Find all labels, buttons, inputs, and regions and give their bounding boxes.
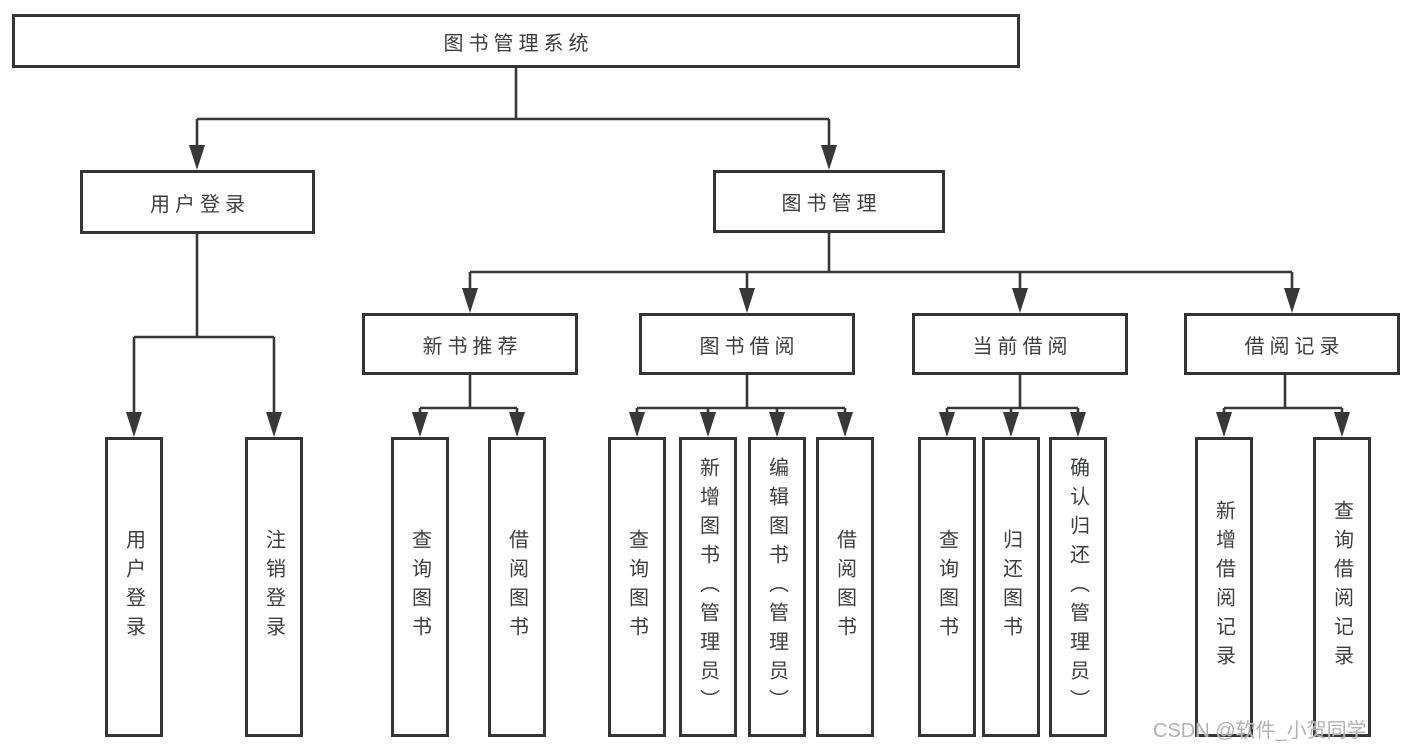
leaf-current-search-books: 查询图书 <box>918 437 976 737</box>
leaf-recommend-search-books: 查询图书 <box>391 437 449 737</box>
connector-user-login-to-leaves <box>126 234 282 437</box>
leaf-current-confirm-return-admin-label: 确认归还（管理员） <box>1066 456 1089 718</box>
connector-borrowing-records-to-leaves <box>1216 375 1350 437</box>
node-book-borrowing-label: 图书借阅 <box>699 335 800 358</box>
leaf-borrowing-borrow-books: 借阅图书 <box>816 437 874 737</box>
leaf-borrowing-edit-books-admin: 编辑图书（管理员） <box>748 437 806 737</box>
csdn-watermark: CSDN @软件_小贺同学 <box>1153 720 1367 742</box>
leaf-records-search-record-label: 查询借阅记录 <box>1330 500 1353 674</box>
leaf-records-search-record: 查询借阅记录 <box>1313 437 1371 737</box>
node-book-borrowing: 图书借阅 <box>639 313 855 375</box>
connector-book-management-to-level3 <box>462 233 1300 313</box>
node-user-login-label: 用户登录 <box>150 193 250 216</box>
node-borrowing-records: 借阅记录 <box>1184 313 1400 375</box>
leaf-borrowing-borrow-books-label: 借阅图书 <box>833 529 856 645</box>
leaf-records-add-record: 新增借阅记录 <box>1195 437 1253 737</box>
leaf-borrowing-edit-books-admin-label: 编辑图书（管理员） <box>765 456 788 718</box>
leaf-current-search-books-label: 查询图书 <box>935 529 958 645</box>
node-current-borrowing-label: 当前借阅 <box>972 335 1073 358</box>
leaf-user-login-label: 用户登录 <box>122 529 145 645</box>
leaf-borrowing-add-books-admin-label: 新增图书（管理员） <box>696 456 719 718</box>
node-borrowing-records-label: 借阅记录 <box>1244 335 1345 358</box>
connector-book-borrowing-to-leaves <box>629 375 853 437</box>
leaf-logout-login: 注销登录 <box>245 437 303 737</box>
node-book-management: 图书管理 <box>713 170 945 233</box>
node-root-system: 图书管理系统 <box>12 14 1020 68</box>
leaf-borrowing-add-books-admin: 新增图书（管理员） <box>679 437 737 737</box>
node-book-management-label: 图书管理 <box>781 193 882 215</box>
connector-root-to-level2 <box>189 68 837 170</box>
leaf-current-return-books: 归还图书 <box>982 437 1040 737</box>
leaf-recommend-search-books-label: 查询图书 <box>408 529 431 645</box>
leaf-recommend-borrow-books-label: 借阅图书 <box>505 529 528 645</box>
leaf-user-login: 用户登录 <box>105 437 163 737</box>
leaf-current-confirm-return-admin: 确认归还（管理员） <box>1049 437 1107 737</box>
leaf-recommend-borrow-books: 借阅图书 <box>488 437 546 737</box>
leaf-records-add-record-label: 新增借阅记录 <box>1212 500 1235 674</box>
node-current-borrowing: 当前借阅 <box>912 313 1128 375</box>
node-root-system-label: 图书管理系统 <box>443 32 594 55</box>
connector-new-book-recommend-to-leaves <box>412 375 525 437</box>
connector-current-borrowing-to-leaves <box>939 375 1086 437</box>
node-new-book-recommend: 新书推荐 <box>362 313 578 375</box>
node-new-book-recommend-label: 新书推荐 <box>422 335 523 358</box>
node-user-login: 用户登录 <box>80 170 315 234</box>
leaf-borrowing-search-books: 查询图书 <box>608 437 666 737</box>
leaf-current-return-books-label: 归还图书 <box>999 529 1022 645</box>
leaf-logout-login-label: 注销登录 <box>262 529 285 645</box>
leaf-borrowing-search-books-label: 查询图书 <box>625 529 648 645</box>
